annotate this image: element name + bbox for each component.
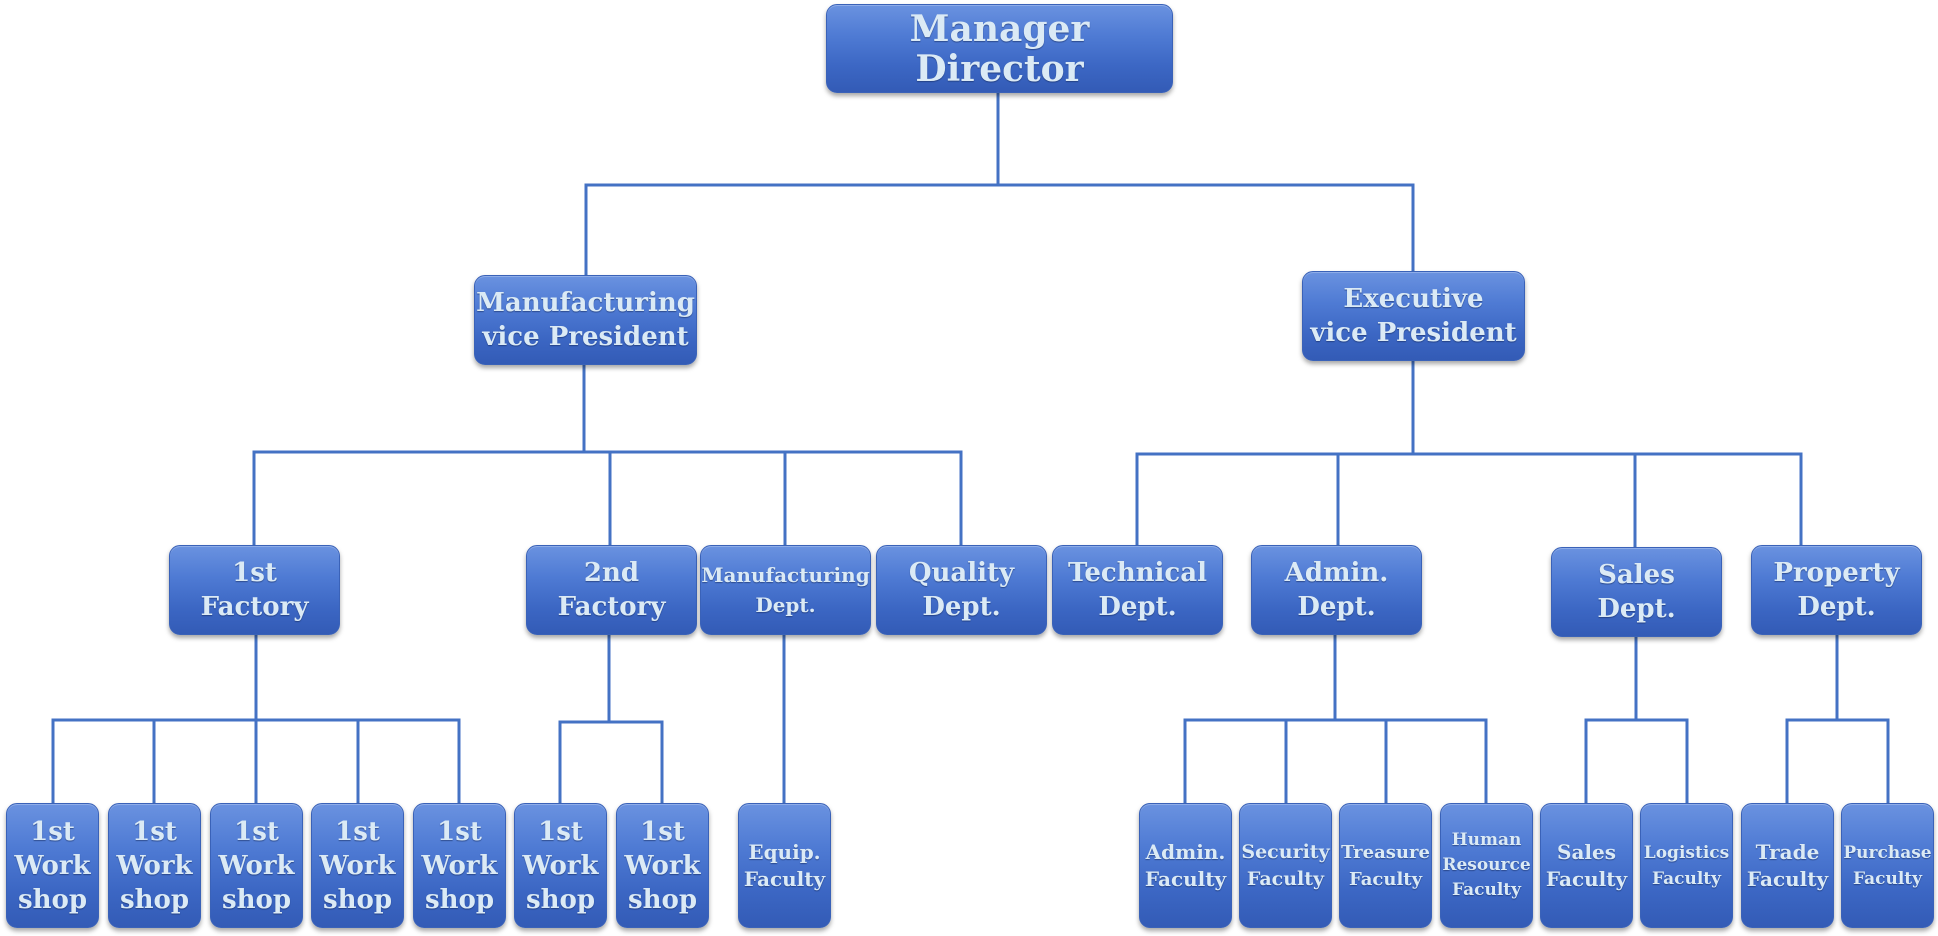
node-manager-director-label: Manager Director [909, 7, 1090, 90]
node-workshop-7: 1st Work shop [616, 803, 709, 928]
node-workshop-6-label: 1st Work shop [522, 816, 599, 915]
node-equip-faculty-label: Equip. Faculty [743, 839, 826, 891]
node-workshop-4: 1st Work shop [311, 803, 404, 928]
node-admin-dept-label: Admin. Dept. [1284, 558, 1389, 622]
node-technical-dept: Technical Dept. [1052, 545, 1223, 635]
node-factory-1: 1st Factory [169, 545, 340, 635]
node-human-resource-faculty: Human Resource Faculty [1440, 803, 1533, 928]
node-workshop-4-label: 1st Work shop [319, 816, 396, 915]
node-admin-faculty: Admin. Faculty [1139, 803, 1232, 928]
node-manufacturing-dept-label: Manufacturing Dept. [701, 563, 870, 617]
node-workshop-7-label: 1st Work shop [624, 816, 701, 915]
node-purchase-faculty: Purchase Faculty [1841, 803, 1934, 928]
node-logistics-faculty: Logistics Faculty [1640, 803, 1733, 928]
node-workshop-6: 1st Work shop [514, 803, 607, 928]
node-treasure-faculty-label: Treasure Faculty [1341, 841, 1430, 890]
node-quality-dept: Quality Dept. [876, 545, 1047, 635]
node-manager-director: Manager Director [826, 4, 1173, 93]
node-workshop-3: 1st Work shop [210, 803, 303, 928]
node-workshop-1: 1st Work shop [6, 803, 99, 928]
node-property-dept-label: Property Dept. [1773, 558, 1900, 622]
node-workshop-3-label: 1st Work shop [218, 816, 295, 915]
connector-lines [51, 91, 1890, 805]
node-workshop-2-label: 1st Work shop [116, 816, 193, 915]
node-admin-dept: Admin. Dept. [1251, 545, 1422, 635]
node-sales-faculty: Sales Faculty [1540, 803, 1633, 928]
node-sales-dept-label: Sales Dept. [1597, 560, 1676, 624]
node-security-faculty-label: Security Faculty [1241, 840, 1330, 890]
node-executive-vp: Executive vice President [1302, 271, 1525, 361]
node-technical-dept-label: Technical Dept. [1068, 558, 1207, 622]
node-trade-faculty: Trade Faculty [1741, 803, 1834, 928]
node-workshop-2: 1st Work shop [108, 803, 201, 928]
node-treasure-faculty: Treasure Faculty [1339, 803, 1432, 928]
node-executive-vp-label: Executive vice President [1310, 284, 1517, 348]
node-human-resource-faculty-label: Human Resource Faculty [1442, 830, 1531, 900]
node-sales-faculty-label: Sales Faculty [1545, 839, 1628, 891]
node-manufacturing-dept: Manufacturing Dept. [700, 545, 871, 635]
node-manufacturing-vp: Manufacturing vice President [474, 275, 697, 365]
node-trade-faculty-label: Trade Faculty [1746, 839, 1829, 891]
node-admin-faculty-label: Admin. Faculty [1144, 839, 1227, 891]
node-quality-dept-label: Quality Dept. [908, 558, 1015, 622]
node-factory-2-label: 2nd Factory [557, 558, 666, 622]
node-property-dept: Property Dept. [1751, 545, 1922, 635]
node-purchase-faculty-label: Purchase Faculty [1843, 842, 1932, 889]
node-manufacturing-vp-label: Manufacturing vice President [476, 288, 695, 352]
node-logistics-faculty-label: Logistics Faculty [1643, 842, 1730, 889]
node-sales-dept: Sales Dept. [1551, 547, 1722, 637]
node-workshop-1-label: 1st Work shop [14, 816, 91, 915]
node-workshop-5: 1st Work shop [413, 803, 506, 928]
node-workshop-5-label: 1st Work shop [421, 816, 498, 915]
node-factory-2: 2nd Factory [526, 545, 697, 635]
node-factory-1-label: 1st Factory [200, 558, 309, 622]
node-equip-faculty: Equip. Faculty [738, 803, 831, 928]
node-security-faculty: Security Faculty [1239, 803, 1332, 928]
